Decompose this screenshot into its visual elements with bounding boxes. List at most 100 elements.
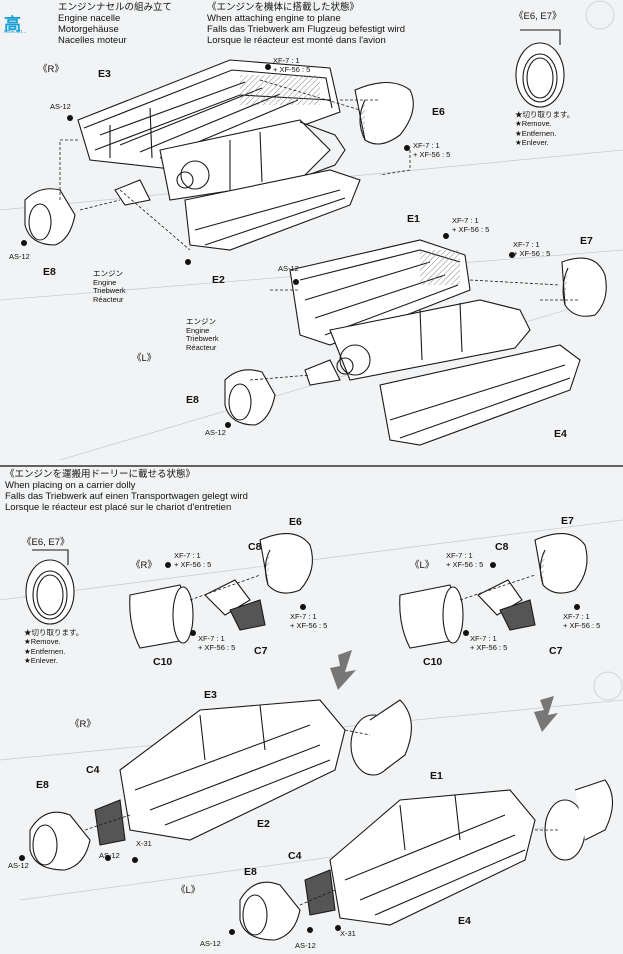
as12-label: AS-12 (50, 102, 71, 111)
part-label-e8: E8 (186, 394, 199, 406)
engine1-jp: エンジン (93, 269, 123, 278)
paint-note-b2: XF-7 : 1 + XF-56 : 5 (290, 612, 327, 630)
inset-title-bottom: 《E6, E7》 (22, 537, 70, 548)
part-label-c8: C8 (248, 541, 262, 553)
remove-de: ★Entfernen. (24, 646, 66, 656)
paint-b4a: XF-7 : 1 (446, 551, 473, 560)
part-label-c7: C7 (254, 645, 268, 657)
cowl-e1-top (289, 239, 471, 346)
label-r-top: 《R》 (38, 64, 64, 75)
tail-e6-top (354, 81, 414, 145)
as12-label: AS-12 (200, 939, 221, 948)
section-heading-engine-nacelle: エンジンナセルの組み立て Engine nacelle Motorgehäuse… (58, 2, 173, 47)
paint-b6b: + XF-56 : 5 (470, 643, 508, 652)
part-label-c4: C4 (86, 764, 100, 776)
paint-b5a: XF-7 : 1 (563, 612, 590, 621)
part-label-e2: E2 (212, 274, 225, 286)
engine-callout-2: エンジン Engine Triebwerk Réacteur (186, 317, 219, 353)
dolly-r-parts (129, 533, 313, 649)
dolly-nacelle-l (239, 779, 614, 941)
paint-b6a: XF-7 : 1 (470, 634, 497, 643)
tail-e7-top (561, 257, 607, 317)
paint-note-b3: XF-7 : 1 + XF-56 : 5 (198, 634, 235, 652)
paint-b2a: XF-7 : 1 (290, 612, 317, 621)
attach-fr: Lorsque le réacteur est monté dans l'avi… (207, 34, 386, 46)
part-label-e8: E8 (36, 779, 49, 791)
engine2-en: Engine (186, 325, 210, 335)
part-label-e1: E1 (430, 770, 443, 782)
paint-3a: XF-7 : 1 (452, 216, 479, 225)
paint-note-b4: XF-7 : 1 + XF-56 : 5 (446, 551, 483, 569)
part-label-c10: C10 (153, 656, 173, 668)
engine2-fr: Réacteur (186, 342, 217, 352)
part-label-e8: E8 (43, 266, 56, 278)
remove-jp: ★切り取ります。 (24, 628, 84, 637)
paint-b1b: + XF-56 : 5 (174, 560, 212, 569)
paint-2a: XF-7 : 1 (413, 141, 440, 150)
paint-2b: + XF-56 : 5 (413, 150, 451, 159)
cowl-e2-top (184, 169, 361, 251)
part-label-e6: E6 (289, 516, 302, 528)
paint-note-b1: XF-7 : 1 + XF-56 : 5 (174, 551, 211, 569)
attach-en: When attaching engine to plane (207, 12, 341, 24)
remove-note-top: ★切り取ります。 ★Remove. ★Entfernen. ★Enlever. (515, 110, 574, 148)
label-r-bottom: 《R》 (131, 560, 157, 571)
engine1-fr: Réacteur (93, 294, 124, 304)
dolly-jp: 《エンジンを運搬用ドーリーに載せる状態》 (5, 469, 196, 480)
paint-note-3: XF-7 : 1 + XF-56 : 5 (452, 216, 489, 234)
inset-ring-top (515, 29, 565, 108)
dolly-en: When placing on a carrier dolly (5, 479, 136, 491)
part-label-e7: E7 (580, 235, 593, 247)
remove-note-bottom: ★切り取ります。 ★Remove. ★Entfernen. ★Enlever. (24, 628, 83, 666)
paint-4a: XF-7 : 1 (513, 240, 540, 249)
as12-label: AS-12 (278, 264, 299, 273)
paint-note-b5: XF-7 : 1 + XF-56 : 5 (563, 612, 600, 630)
heading-fr: Nacelles moteur (58, 34, 127, 46)
watermark-main: 高 (4, 15, 21, 34)
watermark-logo: 高 moe.sh... (4, 10, 44, 40)
cowl-e4-top (379, 344, 581, 446)
part-label-e1: E1 (407, 213, 420, 225)
as12-label: AS-12 (8, 861, 29, 870)
paint-4b: + XF-56 : 5 (513, 249, 551, 258)
remove-fr: ★Enlever. (515, 138, 549, 148)
dolly-fr: Lorsque le réacteur est placé sur le cha… (5, 501, 232, 513)
part-label-c8: C8 (495, 541, 509, 553)
part-label-e3: E3 (98, 68, 111, 80)
part-label-e4: E4 (554, 428, 567, 440)
inset-ring-bottom (25, 549, 75, 625)
paint-b4b: + XF-56 : 5 (446, 560, 484, 569)
heading-en: Engine nacelle (58, 12, 121, 24)
nose-ring-e8-top-l (224, 369, 276, 426)
remove-en: ★Remove. (515, 119, 552, 129)
paint-note-1: XF-7 : 1 + XF-56 : 5 (273, 56, 310, 74)
x31-label: X-31 (136, 839, 152, 848)
part-label-c7: C7 (549, 645, 563, 657)
engine2-de: Triebwerk (186, 334, 219, 344)
section-heading-dolly: 《エンジンを運搬用ドーリーに載せる状態》 When placing on a c… (5, 469, 248, 514)
label-l-top: 《L》 (132, 353, 157, 364)
as12-label: AS-12 (295, 941, 316, 950)
engine2-jp: エンジン (186, 317, 216, 326)
paint-note-4: XF-7 : 1 + XF-56 : 5 (513, 240, 550, 258)
dolly-l-parts (399, 533, 588, 649)
part-label-e2: E2 (257, 818, 270, 830)
engine-callout-1: エンジン Engine Triebwerk Réacteur (93, 269, 126, 305)
section-heading-attach: 《エンジンを機体に搭載した状態》 When attaching engine t… (207, 2, 405, 47)
paint-1b: + XF-56 : 5 (273, 65, 311, 74)
x31-label: X-31 (340, 929, 356, 938)
heading-jp: エンジンナセルの組み立て (58, 2, 173, 13)
engine1-de: Triebwerk (93, 286, 126, 296)
label-l-bottom: 《L》 (410, 560, 435, 571)
paint-note-2: XF-7 : 1 + XF-56 : 5 (413, 141, 450, 159)
as12-label: AS-12 (205, 428, 226, 437)
paint-b2b: + XF-56 : 5 (290, 621, 328, 630)
as12-label: AS-12 (99, 851, 120, 860)
part-label-e7: E7 (561, 515, 574, 527)
dolly-de: Falls das Triebwerk auf einen Transportw… (5, 490, 248, 502)
part-label-e4: E4 (458, 915, 471, 927)
paint-3b: + XF-56 : 5 (452, 225, 490, 234)
paint-b3b: + XF-56 : 5 (198, 643, 236, 652)
nose-ring-e8-top (24, 188, 76, 246)
